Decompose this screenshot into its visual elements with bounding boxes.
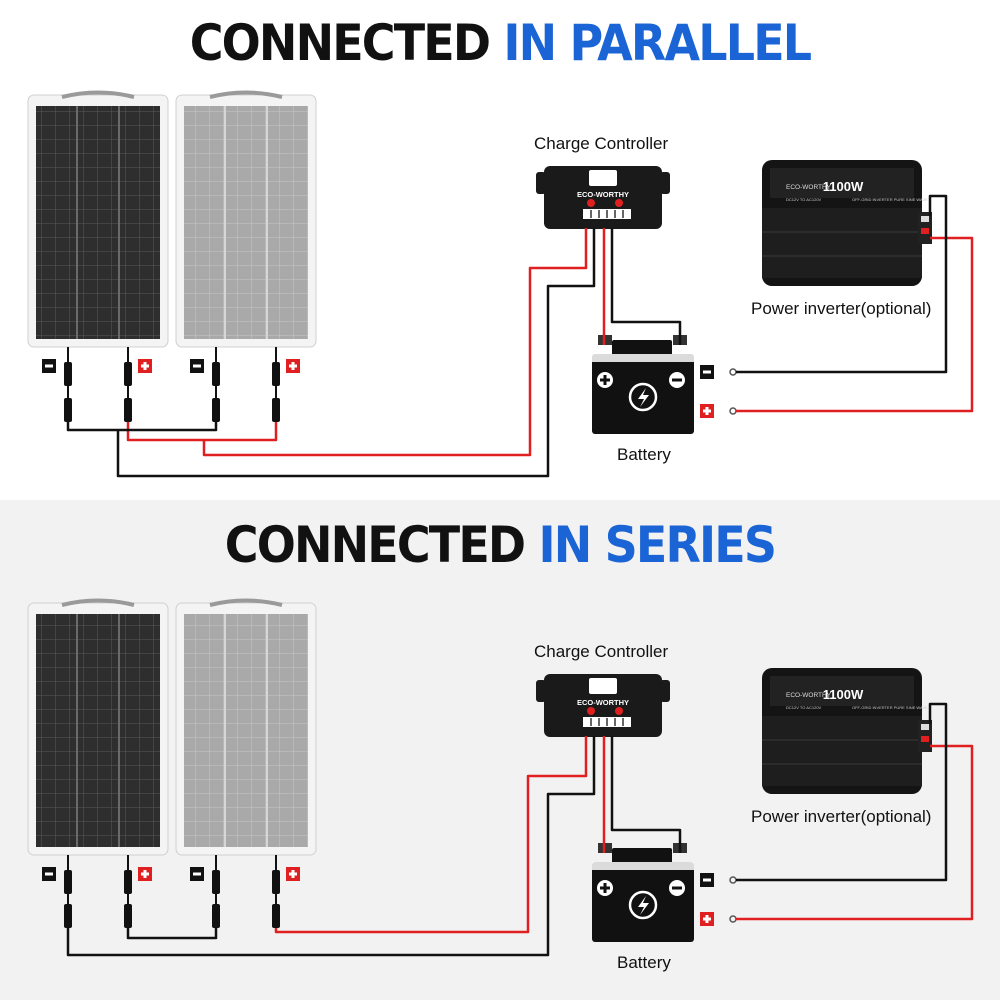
positive-badge (138, 867, 152, 881)
positive-badge (700, 404, 714, 418)
power-inverter-label: Power inverter(optional) (751, 299, 932, 318)
battery-label: Battery (617, 445, 671, 464)
series-link-wire (126, 928, 218, 940)
solar-panel-dark (27, 90, 169, 348)
inverter-brand-label: ECO-WORTHY (786, 692, 832, 699)
panel-leads (67, 347, 277, 398)
negative-badge (42, 359, 56, 373)
parallel-title: CONNECTED IN PARALLEL (40, 14, 960, 72)
power-inverter-label: Power inverter(optional) (751, 807, 932, 826)
solar-panel-light (175, 598, 317, 856)
power-inverter: ECO-WORTHY 1100W DC12V TO AC120V OFF-GRI… (762, 160, 932, 286)
controller-brand-label: ECO-WORTHY (577, 698, 629, 707)
inverter-spec-left-label: DC12V TO AC120V (786, 705, 822, 710)
parallel-section: CONNECTED IN PARALLEL (27, 14, 974, 478)
inverter-spec-right-label: OFF-GRID INVERTER PURE SINE WAVE (852, 705, 928, 710)
charge-controller: ECO-WORTHY (536, 166, 670, 229)
series-section: CONNECTED IN SERIES (0, 500, 1000, 1000)
panel-leads (67, 855, 277, 904)
mc4-connectors (64, 870, 280, 928)
parallel-title-part1: CONNECTED (189, 14, 491, 72)
black-wires (66, 702, 948, 957)
battery-label: Battery (617, 953, 671, 972)
parallel-title-part2: IN PARALLEL (503, 14, 812, 72)
inverter-spec-right-label: OFF-GRID INVERTER PURE SINE WAVE (852, 197, 928, 202)
black-wires (66, 194, 948, 478)
inverter-wattage-label: 1100W (823, 687, 864, 702)
positive-badge (286, 359, 300, 373)
mc4-connectors (64, 362, 280, 422)
battery (592, 843, 694, 942)
negative-badge (190, 359, 204, 373)
positive-badge (286, 867, 300, 881)
negative-badge (42, 867, 56, 881)
charge-controller-label: Charge Controller (534, 134, 669, 153)
inverter-wattage-label: 1100W (823, 179, 864, 194)
series-title-part1: CONNECTED (224, 516, 526, 574)
series-title: CONNECTED IN SERIES (40, 516, 960, 574)
battery (592, 335, 694, 434)
charge-controller-label: Charge Controller (534, 642, 669, 661)
series-title-part2: IN SERIES (538, 516, 777, 574)
negative-badge (700, 365, 714, 379)
negative-badge (700, 873, 714, 887)
series-wiring-diagram: ECO-WORTHY ECO-WORTHY 1100W DC12V TO AC1… (27, 598, 974, 957)
red-wires (274, 736, 974, 934)
positive-badge (700, 912, 714, 926)
inverter-spec-left-label: DC12V TO AC120V (786, 197, 822, 202)
power-inverter: ECO-WORTHY 1100W DC12V TO AC120V OFF-GRI… (762, 668, 932, 794)
solar-panel-dark (27, 598, 169, 856)
parallel-wiring-diagram: ECO-WORTHY ECO-WORTHY 1100W DC12V TO AC1… (27, 90, 974, 478)
inverter-brand-label: ECO-WORTHY (786, 184, 832, 191)
solar-panel-light (175, 90, 317, 348)
charge-controller: ECO-WORTHY (536, 674, 670, 737)
negative-badge (190, 867, 204, 881)
positive-badge (138, 359, 152, 373)
controller-brand-label: ECO-WORTHY (577, 190, 629, 199)
